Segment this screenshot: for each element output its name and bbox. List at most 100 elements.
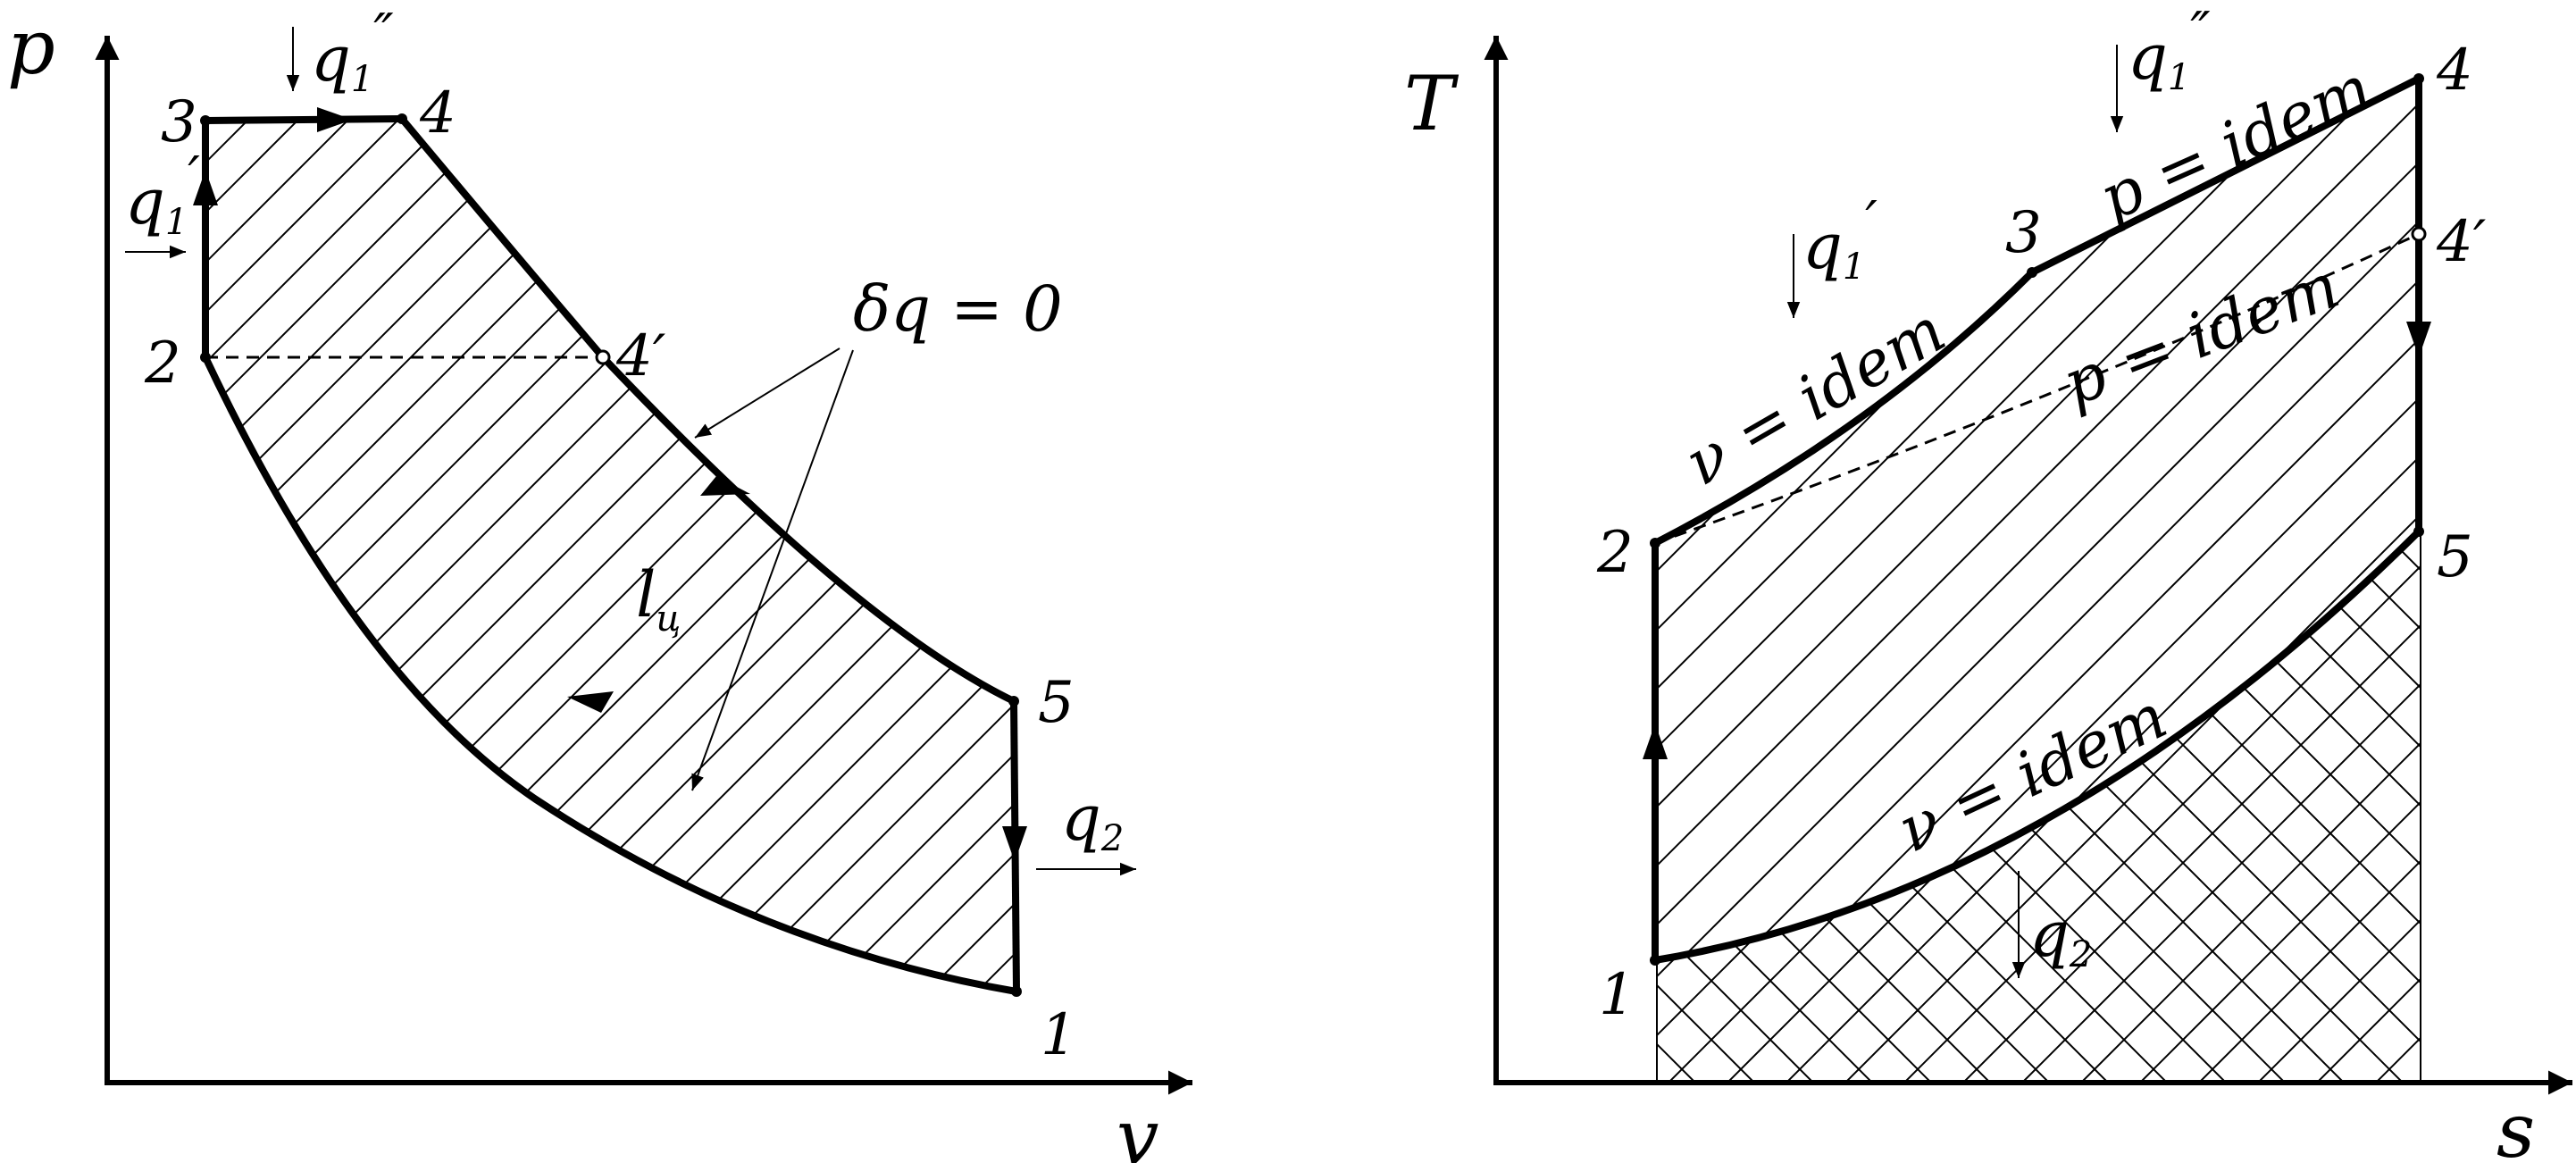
hatch-line bbox=[205, 119, 480, 991]
hatch-line bbox=[1655, 79, 2234, 960]
hatch-line bbox=[608, 119, 1016, 991]
pv-label-2: 2 bbox=[144, 330, 181, 397]
pv-isobar-3-4 bbox=[205, 115, 403, 124]
pv-label-4p: 4′ bbox=[615, 323, 666, 389]
hatch-line bbox=[1658, 532, 1762, 1084]
pv-point-4p bbox=[595, 349, 611, 365]
hatch-line bbox=[1725, 79, 2419, 960]
pv-q1p-label: q1′ bbox=[125, 146, 200, 243]
hatch-line bbox=[1072, 518, 1643, 1090]
hatch-line bbox=[723, 54, 1643, 974]
hatch-line bbox=[1666, 79, 2419, 960]
pv-arrow-5-1 bbox=[1002, 826, 1027, 862]
ts-label-4p: 4′ bbox=[2436, 209, 2487, 275]
hatch-line bbox=[1655, 79, 1939, 960]
pv-point-1 bbox=[1011, 986, 1022, 997]
hatch-line bbox=[658, 119, 1016, 991]
hatch-line bbox=[205, 119, 680, 991]
ts-point-3 bbox=[2027, 267, 2037, 278]
pv-arrow-2-3 bbox=[193, 170, 218, 205]
ts-point-5 bbox=[2413, 526, 2424, 537]
ts-isochore-lower-label: ν = idem bbox=[1887, 680, 2178, 867]
ts-isochore-upper-label: ν = idem bbox=[1673, 293, 1958, 499]
hatch-line bbox=[1658, 532, 1939, 1084]
hatch-line bbox=[958, 119, 1016, 991]
ts-isobar-3-4 bbox=[2030, 75, 2421, 276]
pv-adiabat-4-5 bbox=[398, 116, 1016, 705]
pv-label-3: 3 bbox=[161, 89, 197, 155]
hatch-line bbox=[908, 119, 1016, 991]
hatch-line bbox=[408, 119, 1016, 991]
pv-arrow-3-4 bbox=[317, 107, 353, 132]
hatch-line bbox=[1109, 89, 2029, 1009]
pv-work-label: lц bbox=[636, 558, 681, 640]
hatch-line bbox=[208, 119, 1016, 991]
hatch-line bbox=[1209, 89, 2129, 1009]
ts-y-axis-label: T bbox=[1404, 60, 1459, 147]
hatch-line bbox=[808, 119, 1016, 991]
ts-isochore-5-1 bbox=[1654, 529, 2421, 964]
hatch-line bbox=[2546, 518, 2576, 1090]
hatch-line bbox=[1610, 89, 2530, 1009]
ts-q1pp-label: q1″ bbox=[2128, 1, 2211, 98]
pv-adiabatic-leader-1 bbox=[694, 347, 841, 439]
hatch-line bbox=[1902, 79, 2419, 960]
hatch-line bbox=[1655, 79, 1762, 960]
pv-arrow-4-5 bbox=[700, 476, 750, 496]
ts-x-axis-label: s bbox=[2497, 1087, 2535, 1163]
hatch-line bbox=[2250, 532, 2421, 1084]
hatch-line bbox=[205, 119, 580, 991]
pv-label-5: 5 bbox=[1038, 670, 1075, 736]
hatch-line bbox=[205, 119, 230, 991]
hatch-line bbox=[2309, 532, 2421, 1084]
pv-adiabatic-leader-2 bbox=[691, 349, 854, 791]
hatch-line bbox=[205, 119, 1016, 991]
pv-point-5 bbox=[1008, 696, 1019, 707]
hatch-line bbox=[308, 119, 1016, 991]
hatch-line bbox=[2014, 532, 2421, 1084]
ts-label-2: 2 bbox=[1596, 520, 1634, 586]
hatch-line bbox=[205, 119, 1016, 991]
ts-label-4: 4 bbox=[2436, 38, 2473, 104]
hatch-line bbox=[1843, 79, 2419, 960]
hatch-line bbox=[2314, 79, 2419, 960]
hatch-line bbox=[2132, 532, 2421, 1084]
pv-point-3 bbox=[200, 115, 211, 126]
pv-y-axis-label: p bbox=[7, 4, 55, 91]
hatch-line bbox=[2132, 532, 2421, 1084]
ts-q1p-label: q1′ bbox=[1802, 190, 1878, 288]
hatch-line bbox=[2428, 518, 2576, 1090]
hatch-line bbox=[205, 119, 430, 991]
hatch-line bbox=[1655, 79, 1703, 960]
ts-heat-hatch bbox=[723, 54, 2576, 974]
hatch-line bbox=[1655, 79, 1821, 960]
pv-x-axis-label: v bbox=[1117, 1093, 1158, 1163]
hatch-line bbox=[1655, 79, 2411, 960]
pv-adiabatic-label: δq = 0 bbox=[853, 272, 1063, 346]
ts-isochore-2-3 bbox=[1653, 270, 2035, 547]
hatch-line bbox=[2368, 532, 2421, 1084]
hatch-line bbox=[205, 119, 530, 991]
pv-point-4 bbox=[397, 113, 407, 124]
ts-q2-crosshatch bbox=[1072, 518, 2576, 1090]
hatch-line bbox=[1655, 79, 2352, 960]
hatch-line bbox=[2250, 532, 2421, 1084]
pv-arrow-1-2 bbox=[567, 691, 614, 713]
hatch-line bbox=[508, 119, 1016, 991]
hatch-line bbox=[2492, 54, 2576, 974]
hatch-line bbox=[1008, 119, 1016, 991]
hatch-line bbox=[1655, 79, 2419, 960]
ts-arrow-1-2 bbox=[1643, 724, 1668, 759]
hatch-line bbox=[858, 119, 1016, 991]
hatch-line bbox=[2487, 518, 2576, 1090]
pv-adiabat-1-2 bbox=[202, 356, 1017, 995]
ts-arrow-4-5 bbox=[2406, 322, 2431, 357]
hatch-line bbox=[2551, 54, 2576, 974]
hatch-line bbox=[1658, 532, 1880, 1084]
ts-label-5: 5 bbox=[2437, 524, 2473, 590]
hatch-line bbox=[1655, 79, 2419, 960]
hatch-line bbox=[2428, 518, 2576, 1090]
ts-point-1 bbox=[1650, 955, 1660, 966]
hatch-line bbox=[2546, 518, 2576, 1090]
pv-label-4: 4 bbox=[419, 80, 456, 146]
